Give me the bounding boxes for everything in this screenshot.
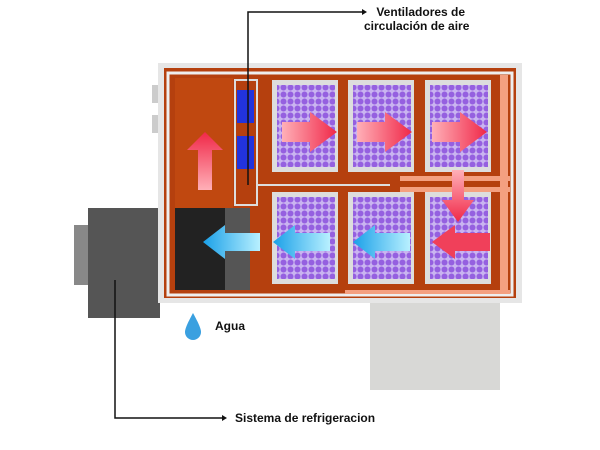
fan-icon (237, 136, 254, 169)
base-block (370, 302, 500, 390)
fans-label: Ventiladores de circulación de aire (364, 5, 469, 33)
refrigeration-leader-line (114, 280, 222, 419)
water-drop-icon (185, 313, 201, 340)
fan-icon (237, 90, 254, 123)
fans-label-line1: Ventiladores de (376, 5, 466, 19)
cold-air-arrows (203, 225, 410, 259)
hot-air-arrows (187, 112, 490, 259)
fans-leader-line (247, 11, 362, 185)
refrigeration-label: Sistema de refrigeracion (235, 411, 376, 425)
fans-label-line2: circulación de aire (364, 19, 470, 33)
refrigeration-unit (74, 208, 160, 318)
water-label: Agua (215, 319, 245, 333)
